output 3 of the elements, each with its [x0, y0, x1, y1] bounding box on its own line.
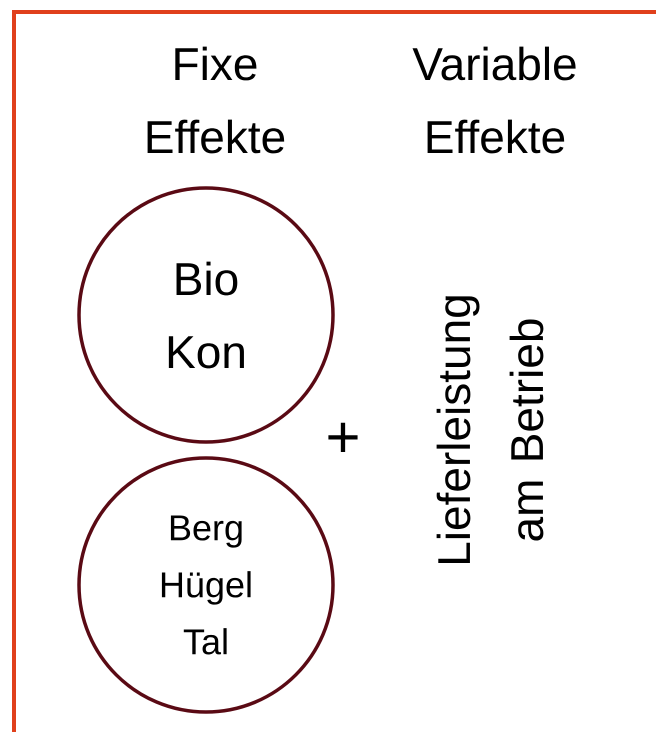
rotated-label: Lieferleistung am Betrieb [436, 296, 544, 564]
column-heading: Variable Effekte [412, 46, 576, 154]
circle-node: Berg Hügel Tal [77, 456, 335, 714]
